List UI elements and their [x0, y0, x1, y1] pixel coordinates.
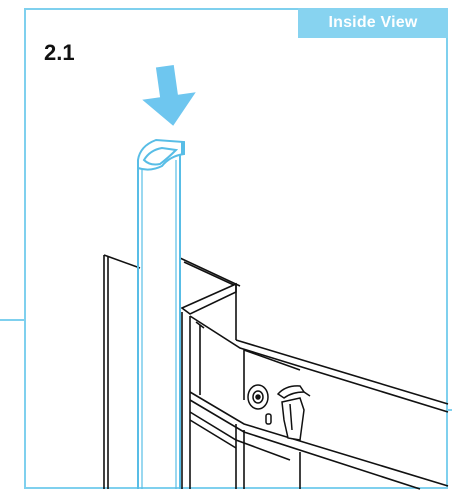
door-panel	[103, 254, 241, 489]
step-number: 2.1	[44, 40, 75, 65]
view-label-text: Inside View	[328, 14, 418, 31]
down-arrow-icon	[142, 65, 196, 126]
frame-profile	[180, 282, 449, 490]
hinge-mechanism	[247, 384, 311, 441]
view-label-tab: Inside View	[298, 8, 448, 38]
seal-strip	[137, 138, 185, 489]
